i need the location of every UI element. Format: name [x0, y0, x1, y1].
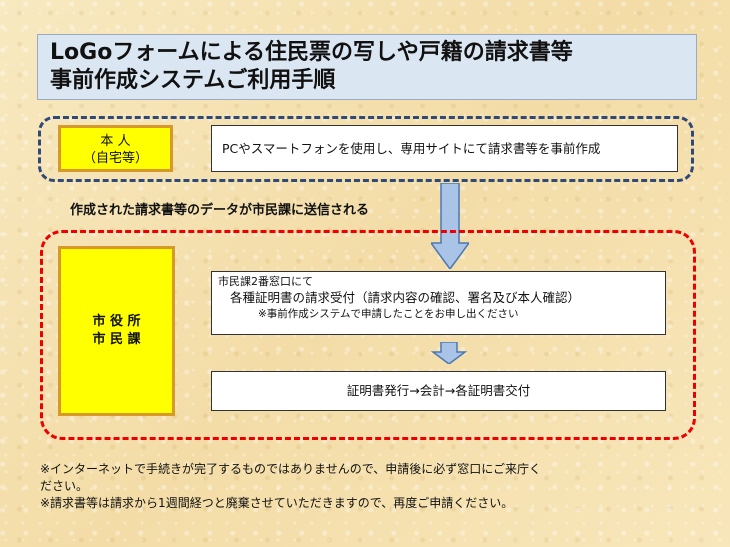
- home-step-zone: [38, 116, 694, 182]
- actor-self-box: 本 人 （自宅等）: [58, 125, 173, 172]
- note-line-3: ※請求書等は請求から1週間経つと廃棄させていただきますので、再度ご申請ください。: [40, 496, 514, 510]
- city-hall-step-zone: [40, 230, 696, 440]
- page-title: LoGoフォームによる住民票の写しや戸籍の請求書等 事前作成システムご利用手順: [37, 34, 697, 100]
- notes: ※インターネットで手続きが完了するものではありませんので、申請後に必ず窓口にご来…: [40, 461, 700, 512]
- data-transfer-label: 作成された請求書等のデータが市民課に送信される: [70, 203, 370, 218]
- actor-self-sublabel: （自宅等）: [82, 151, 148, 166]
- reception-label: 各種証明書の請求受付（請求内容の確認、署名及び本人確認）: [230, 290, 581, 305]
- online-creation-box: PCやスマートフォンを使用し、専用サイトにて請求書等を事前作成: [211, 125, 678, 172]
- actor-citizen-section-label: 市 民 課: [92, 332, 141, 347]
- actor-self-label: 本 人: [100, 134, 131, 149]
- down-arrow-icon: [431, 183, 469, 269]
- reception-box: 市民課2番窓口にて 各種証明書の請求受付（請求内容の確認、署名及び本人確認） ※…: [211, 271, 666, 335]
- down-arrow-small-icon: [431, 342, 467, 364]
- actor-city-hall-box: 市 役 所 市 民 課: [58, 246, 175, 416]
- title-line-2: 事前作成システムご利用手順: [50, 68, 336, 93]
- reception-note: ※事前作成システムで申請したことをお申し出ください: [258, 308, 519, 320]
- window-label: 市民課2番窓口にて: [218, 275, 313, 288]
- issuance-box: 証明書発行→会計→各証明書交付: [211, 371, 666, 411]
- actor-city-hall-label: 市 役 所: [92, 314, 141, 329]
- title-line-1: LoGoフォームによる住民票の写しや戸籍の請求書等: [50, 40, 573, 65]
- note-line-1: ※インターネットで手続きが完了するものではありませんので、申請後に必ず窓口にご来…: [40, 462, 541, 476]
- note-line-2: ださい。: [40, 479, 89, 493]
